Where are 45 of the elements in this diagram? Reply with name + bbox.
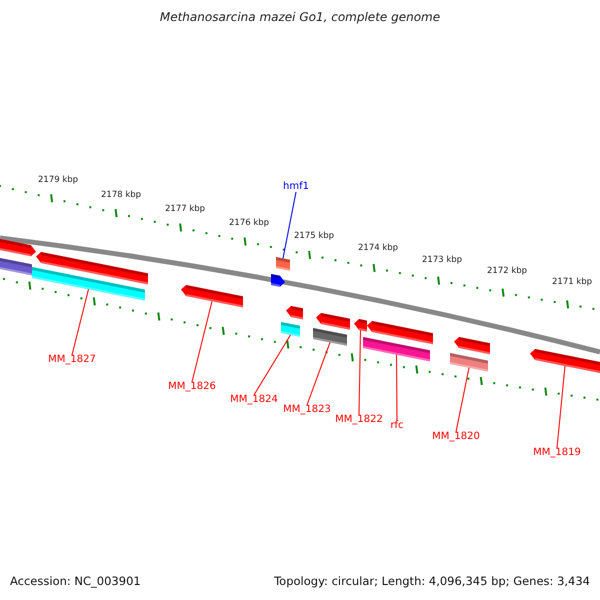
gene-label: hmf1 (283, 182, 309, 192)
gene-label: MM_1823 (283, 405, 331, 415)
gene-feature (313, 328, 347, 346)
gene-feature (0, 258, 32, 276)
leader-line (556, 366, 566, 448)
leader-line (282, 192, 296, 259)
scale-label: 2175 kbp (294, 232, 334, 240)
leader-line (254, 334, 291, 396)
title: Methanosarcina mazei Go1, complete genome (158, 11, 442, 23)
gene-label: MM_1819 (533, 448, 581, 458)
leader-line (306, 342, 330, 406)
gene-feature (36, 252, 148, 284)
gene-feature (276, 257, 290, 271)
scale-label: 2179 kbp (38, 176, 78, 184)
scale-label: 2177 kbp (165, 205, 206, 214)
leader-line (358, 330, 361, 416)
gene-feature (530, 349, 600, 373)
leader-line (72, 288, 89, 356)
gene-feature (454, 337, 490, 354)
scale-label: 2174 kbp (358, 244, 398, 252)
gene-feature (286, 306, 303, 320)
leader-line (396, 354, 398, 422)
gene-feature (271, 274, 285, 287)
gene-feature (316, 313, 350, 330)
gene-label: MM_1822 (335, 415, 383, 425)
gene-feature (0, 239, 36, 256)
leader-line (456, 367, 470, 432)
leader-line (192, 300, 212, 382)
gene-feature (181, 285, 243, 308)
gene-label: MM_1826 (168, 382, 216, 392)
scale-label: 2172 kbp (487, 267, 528, 276)
genome-info-text: Topology: circular; Length: 4,096,345 bp; Genes: 3,434 (274, 576, 590, 588)
gene-label: MM_1827 (48, 355, 96, 365)
scale-label: 2178 kbp (101, 191, 142, 200)
gene-label: MM_1820 (432, 432, 480, 442)
gene-feature (281, 322, 300, 337)
gene-label: MM_1824 (230, 395, 278, 405)
gene-feature (450, 353, 488, 372)
scale-label: 2176 kbp (229, 219, 270, 228)
accession-text: Accession: NC_003901 (10, 576, 141, 588)
scale-label: 2173 kbp (422, 256, 462, 264)
scale-label: 2171 kbp (552, 278, 592, 286)
gene-feature (354, 319, 367, 332)
gene-feature (367, 321, 433, 344)
gene-label: rfc (390, 421, 404, 431)
